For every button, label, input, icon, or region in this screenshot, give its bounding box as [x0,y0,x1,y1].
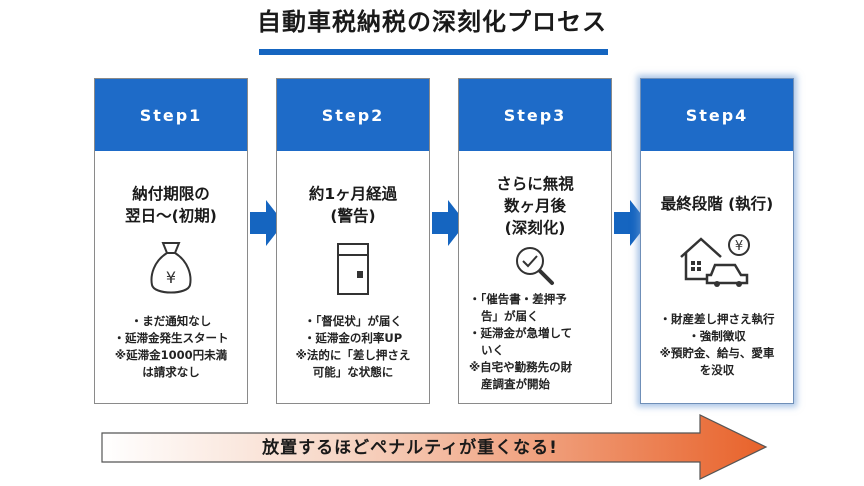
note-line: ※延滞金1000円未満 [114,348,228,362]
note-line: ※自宅や勤務先の財 [469,360,573,374]
step-notes: ・「催告書・差押予 告」が届く ・延滞金が急増して いく ※自宅や勤務先の財 産… [459,291,611,393]
note-line: ・財産差し押さえ執行 [659,312,775,326]
step-header: Step1 [95,79,247,151]
envelope-icon [277,241,429,297]
step-header: Step3 [459,79,611,151]
penalty-banner-arrow [101,414,768,480]
note-line: いく [481,343,504,357]
step-card-1: Step1 納付期限の 翌日～(初期) ¥ ・まだ通知なし ・延滞金発生スタート… [94,78,248,404]
step-notes: ・財産差し押さえ執行 ・強制徴収 ※預貯金、給与、愛車 を没収 [641,311,793,379]
step-title-line: (深刻化) [504,219,566,237]
next-arrow-icon [250,200,284,246]
note-line: ・まだ通知なし [130,314,212,328]
step-card-4: Step4 最終段階 (執行) ¥ ・財産差し押さえ執行 ・強制徴収 ※預貯金、… [640,78,794,404]
note-line: ・延滞金が急増して [469,326,573,340]
step-title: 約1ヶ月経過 (警告) [277,183,429,227]
step-title: さらに無視 数ヶ月後 (深刻化) [459,173,611,239]
next-arrow-icon [614,200,648,246]
note-line: 産調査が開始 [481,377,550,391]
svg-text:¥: ¥ [166,268,176,287]
next-arrow-icon [432,200,466,246]
note-line: は請求なし [142,365,200,379]
step-title-line: さらに無視 [496,175,574,193]
step-title-line: 約1ヶ月経過 [308,185,398,203]
note-line: ・「督促状」が届く [304,314,402,328]
note-line: を没収 [699,363,735,377]
title-underline [259,49,608,55]
note-line: 可能」な状態に [312,365,394,379]
step-notes: ・「督促状」が届く ・延滞金の利率UP ※法的に「差し押さえ 可能」な状態に [277,313,429,381]
step-card-3: Step3 さらに無視 数ヶ月後 (深刻化) ・「催告書・差押予 告」が届く ・… [458,78,612,404]
note-line: ・強制徴収 [688,329,746,343]
note-line: ・延滞金発生スタート [113,331,229,345]
step-title-line: 納付期限の [132,185,210,203]
note-line: ・延滞金の利率UP [303,331,403,345]
note-line: 告」が届く [481,309,539,323]
house-car-yen-icon: ¥ [641,231,793,287]
step-title: 納付期限の 翌日～(初期) [95,183,247,227]
step-card-2: Step2 約1ヶ月経過 (警告) ・「督促状」が届く ・延滞金の利率UP ※法… [276,78,430,404]
step-title-line: 数ヶ月後 [503,197,566,215]
penalty-banner-text: 放置するほどペナルティが重くなる! [262,438,558,458]
step-notes: ・まだ通知なし ・延滞金発生スタート ※延滞金1000円未満 は請求なし [95,313,247,381]
step-title-line: (警告) [330,207,376,225]
page-title: 自動車税納税の深刻化プロセス [257,8,607,36]
note-line: ※法的に「差し押さえ [295,348,411,362]
step-header: Step2 [277,79,429,151]
step-title-line: 最終段階 (執行) [660,195,774,213]
step-header: Step4 [641,79,793,151]
step-title: 最終段階 (執行) [641,193,793,215]
note-line: ※預貯金、給与、愛車 [659,346,775,360]
note-line: ・「催告書・差押予 [469,292,567,306]
magnifier-check-icon [459,243,611,289]
yen-money-bag-icon: ¥ [95,239,247,299]
svg-text:¥: ¥ [735,239,743,254]
step-title-line: 翌日～(初期) [125,207,217,225]
